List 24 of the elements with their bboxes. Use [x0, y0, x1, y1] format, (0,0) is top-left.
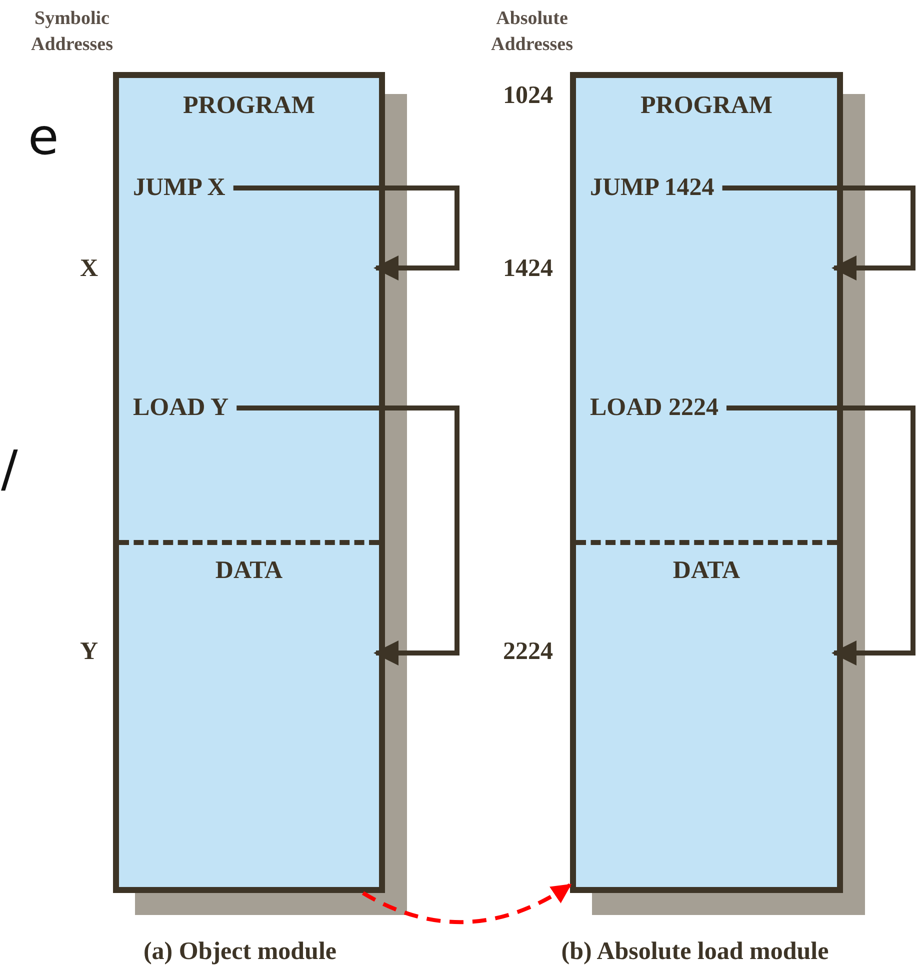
arrow: [362, 883, 572, 924]
instruction-label: LOAD Y: [133, 394, 229, 422]
arrow: [236, 406, 460, 666]
arrow: [726, 406, 916, 666]
module-label: (a) Object module: [143, 938, 337, 966]
section-heading: PROGRAM: [640, 92, 774, 120]
address-label: Y: [80, 638, 98, 666]
text-fragment: /: [1, 440, 18, 498]
section-heading: PROGRAM: [182, 92, 316, 120]
address-label: 1424: [503, 255, 553, 283]
section-heading: DATA: [672, 557, 742, 585]
instruction-label: JUMP X: [133, 174, 226, 202]
address-label: 1024: [503, 82, 553, 110]
instruction-label: LOAD 2224: [590, 394, 718, 422]
address-label: 2224: [503, 638, 553, 666]
section-heading: DATA: [214, 557, 284, 585]
text-fragment: e: [28, 108, 59, 166]
arrow: [233, 186, 460, 280]
arrow: [722, 186, 916, 280]
module-label: (b) Absolute load module: [561, 938, 829, 966]
column-heading: Absolute Addresses: [490, 7, 574, 57]
instruction-label: JUMP 1424: [590, 174, 714, 202]
address-label: X: [80, 255, 98, 283]
column-heading: Symbolic Addresses: [30, 7, 114, 57]
